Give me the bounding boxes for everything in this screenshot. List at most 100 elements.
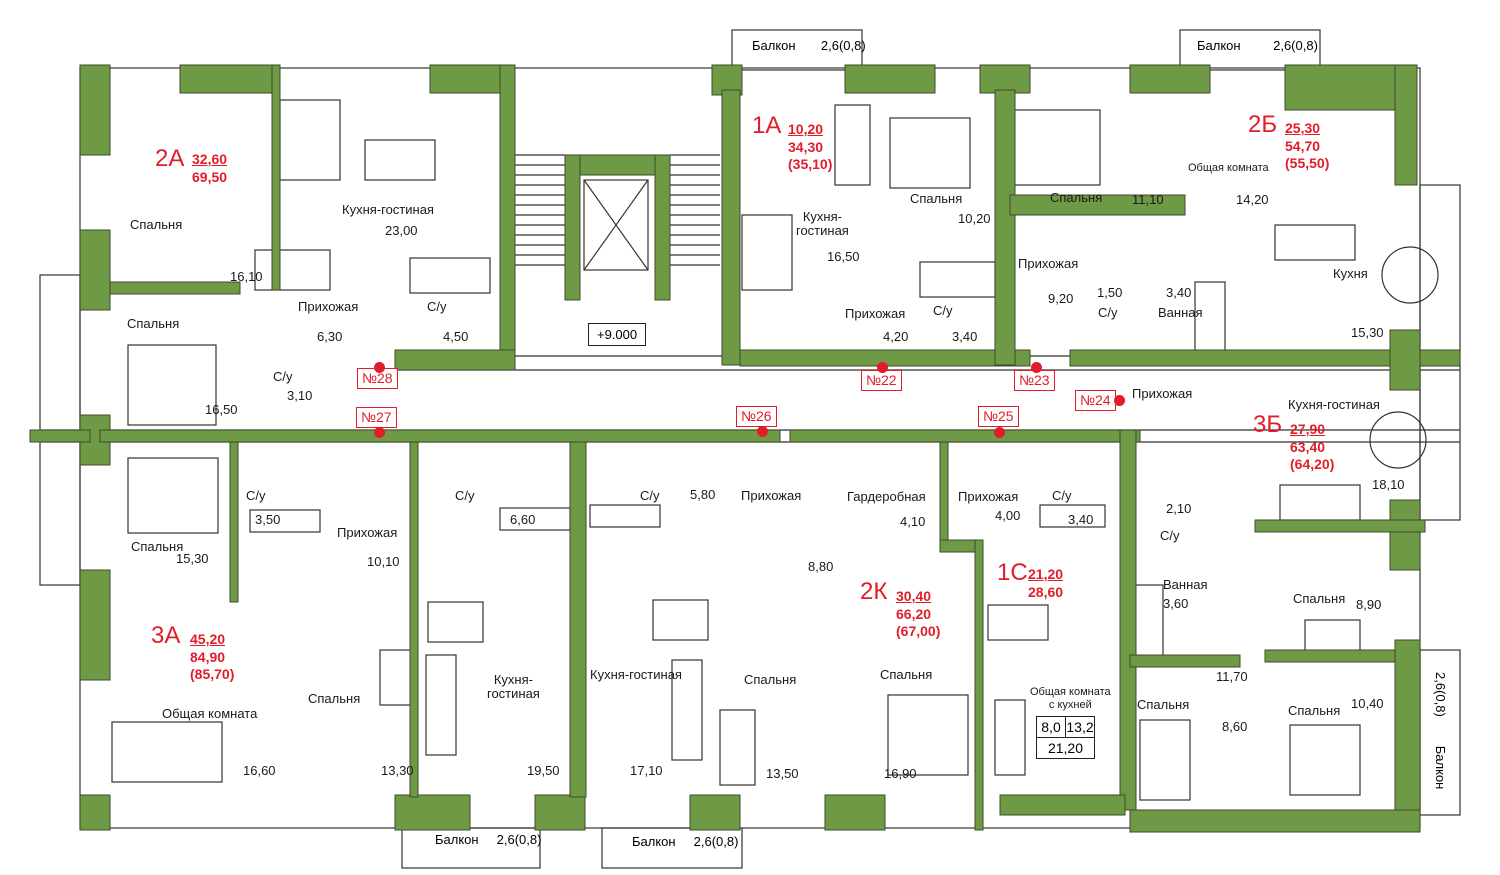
room-label: С/у [1052, 488, 1072, 503]
room-area: 15,30 [176, 551, 209, 566]
room-area: 17,10 [630, 763, 663, 778]
balcony-5-label: 2,6(0,8) Балкон [1433, 672, 1448, 790]
unit-code: 3Б [1253, 411, 1283, 438]
structural-walls [29, 64, 1461, 833]
room-area: 15,30 [1351, 325, 1384, 340]
room-label: Спальня [910, 191, 963, 206]
room-area: 6,30 [317, 329, 343, 344]
room-label: С/у [427, 299, 447, 314]
entry-dot [1031, 362, 1042, 373]
room-label: Кухня [1333, 266, 1368, 281]
apt-number-27[interactable]: №27 [356, 407, 397, 429]
balcony-2-label: Балкон 2,6(0,8) [1197, 38, 1318, 53]
room-area: 16,60 [243, 763, 276, 778]
room-label: Кухня-гостиная [590, 667, 682, 682]
apt-number-26[interactable]: №26 [736, 406, 777, 428]
room-area: 4,50 [443, 329, 469, 344]
room-area: 3,40 [952, 329, 978, 344]
interior-lines [39, 29, 1461, 869]
room-area: 6,60 [510, 512, 536, 527]
unit-code: 3А [151, 622, 181, 649]
room-area: 5,80 [690, 487, 716, 502]
room-label: Прихожая [1132, 386, 1193, 401]
apt-number-22[interactable]: №22 [861, 370, 902, 392]
room-label: С/у [1098, 305, 1118, 320]
room-area: 13,50 [766, 766, 799, 781]
room-label: Кухня-гостиная [1288, 397, 1380, 412]
room-area: 4,10 [900, 514, 926, 529]
room-label: Спальня [880, 667, 933, 682]
room-area: 13,30 [381, 763, 414, 778]
room-label: Спальня [1293, 591, 1346, 606]
room-area: 3,60 [1163, 596, 1189, 611]
room-area: 10,10 [367, 554, 400, 569]
room-area: 3,50 [255, 512, 281, 527]
room-area: 4,00 [995, 508, 1021, 523]
room-area: 16,50 [205, 402, 238, 417]
room-label: Прихожая [1018, 256, 1079, 271]
room-label: Спальня [744, 672, 797, 687]
room-area: 16,90 [884, 766, 917, 781]
room-area: 16,10 [230, 269, 263, 284]
entry-dot [994, 427, 1005, 438]
room-area: 8,80 [808, 559, 834, 574]
apt-number-24[interactable]: №24 [1075, 390, 1116, 412]
room-label: С/у [640, 488, 660, 503]
room-area: 2,10 [1166, 501, 1192, 516]
room-label: Кухня- гостиная [796, 209, 849, 239]
apt-number-23[interactable]: №23 [1014, 370, 1055, 392]
room-area: 3,40 [1068, 512, 1094, 527]
entry-dot [1114, 395, 1125, 406]
room-label: Общая комната [1188, 162, 1269, 174]
entry-dot [877, 362, 888, 373]
room-area: 23,00 [385, 223, 418, 238]
unit-code: 1С [997, 559, 1028, 586]
room-area: 10,40 [1351, 696, 1384, 711]
balcony-3-label: Балкон 2,6(0,8) [435, 832, 542, 847]
room-label: Спальня [127, 316, 180, 331]
room-area: 11,70 [1216, 669, 1248, 684]
balcony-4-label: Балкон 2,6(0,8) [632, 834, 739, 849]
room-label: Спальня [130, 217, 183, 232]
apt-number-25[interactable]: №25 [978, 406, 1019, 428]
entry-dot [374, 362, 385, 373]
stair-lines [515, 154, 720, 266]
apt-number-28[interactable]: №28 [357, 368, 398, 390]
room-label: Спальня [308, 691, 361, 706]
balcony-1-label: Балкон 2,6(0,8) [752, 38, 866, 53]
room-label: Спальня [1050, 190, 1103, 205]
room-label: Кухня- гостиная [487, 672, 540, 702]
room-label: Кухня-гостиная [342, 202, 434, 217]
room-area: 16,50 [827, 249, 860, 264]
room-area: 19,50 [527, 763, 560, 778]
room-label: Ванная [1158, 305, 1203, 320]
room-label: Гардеробная [847, 489, 926, 504]
room-label: С/у [1160, 528, 1180, 543]
room-area: 3,10 [287, 388, 313, 403]
entry-dot [757, 426, 768, 437]
room-label: Спальня [131, 539, 184, 554]
room-area: 3,40 [1166, 285, 1192, 300]
room-label: С/у [246, 488, 266, 503]
room-area: 14,20 [1236, 192, 1269, 207]
room-label: Прихожая [845, 306, 906, 321]
room-label: С/у [273, 369, 293, 384]
room-label: С/у [933, 303, 953, 318]
room-area: 9,20 [1048, 291, 1074, 306]
room-area: 10,20 [958, 211, 991, 226]
room-label: Общая комната с кухней [1030, 686, 1111, 711]
room-label: Спальня [1288, 703, 1341, 718]
room-label: С/у [455, 488, 475, 503]
room-label: Прихожая [337, 525, 398, 540]
room-label: Общая комната [162, 706, 258, 721]
unit-code: 2А [155, 145, 185, 172]
